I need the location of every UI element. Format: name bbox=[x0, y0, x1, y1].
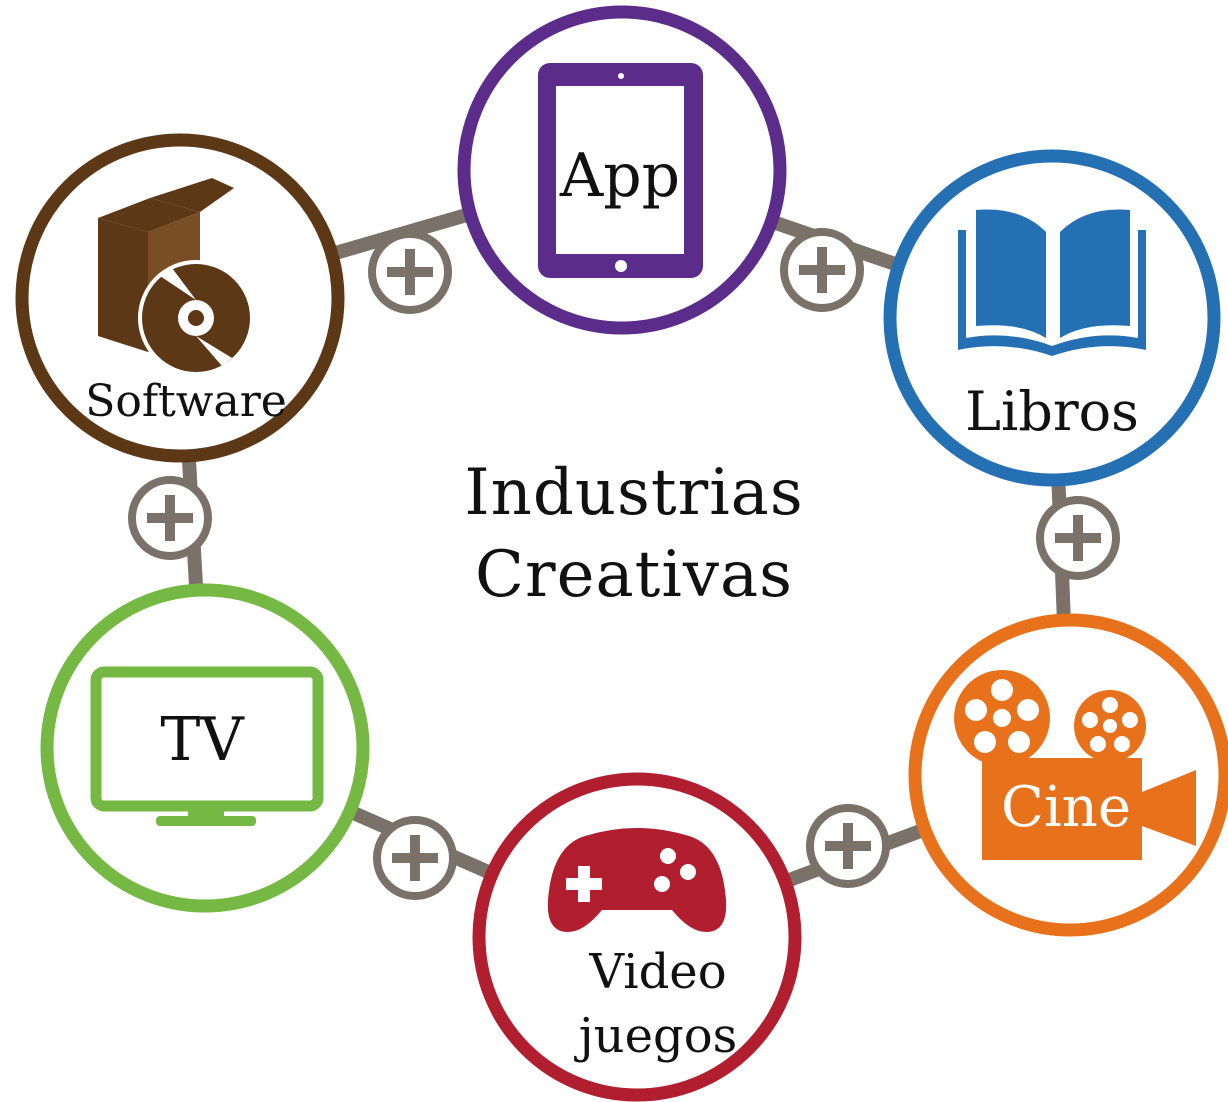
videojuegos-ring bbox=[472, 772, 802, 1102]
node-tv: TV bbox=[40, 583, 370, 913]
plus-icon bbox=[128, 476, 212, 560]
node-videojuegos: Video juegos bbox=[472, 772, 802, 1102]
software-label: Software bbox=[85, 376, 287, 427]
plus-icon bbox=[373, 816, 457, 900]
film-camera-icon bbox=[954, 670, 1196, 860]
plus-connectors bbox=[128, 228, 1120, 900]
software-box-disc-icon bbox=[98, 178, 254, 376]
center-title: Industrias Creativas bbox=[434, 452, 834, 616]
tablet-icon bbox=[538, 63, 703, 278]
plus-icon bbox=[1036, 496, 1120, 580]
videojuegos-label-line2: juegos bbox=[574, 1008, 737, 1064]
app-label: App bbox=[559, 141, 680, 211]
node-libros: Libros bbox=[883, 149, 1221, 487]
libros-label: Libros bbox=[965, 380, 1139, 443]
center-title-line1: Industrias bbox=[464, 456, 804, 530]
plus-icon bbox=[806, 804, 890, 888]
node-cine: Cine bbox=[908, 613, 1228, 937]
libros-ring bbox=[883, 149, 1221, 487]
plus-icon bbox=[368, 230, 452, 314]
plus-icon bbox=[780, 228, 864, 312]
cine-label: Cine bbox=[1001, 775, 1131, 840]
open-book-icon bbox=[958, 209, 1146, 356]
tv-label: TV bbox=[160, 705, 245, 775]
node-software: Software bbox=[15, 133, 345, 463]
monitor-icon bbox=[90, 666, 324, 826]
node-app: App bbox=[457, 5, 787, 335]
center-title-line2: Creativas bbox=[475, 538, 793, 612]
videojuegos-label-line1: Video bbox=[588, 944, 726, 1000]
gamepad-icon bbox=[547, 828, 727, 932]
